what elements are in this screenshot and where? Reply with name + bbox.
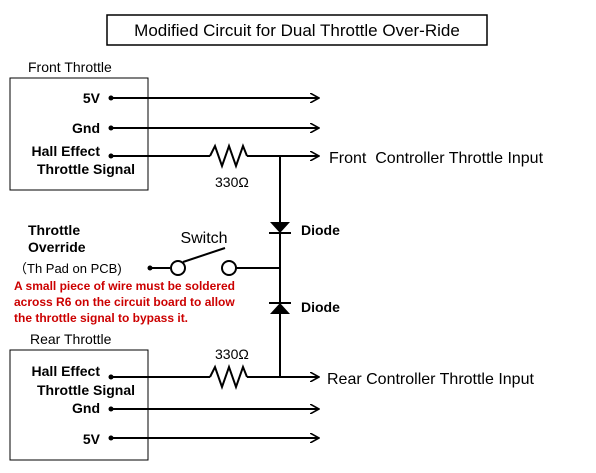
front-output-label: Front Controller Throttle Input (329, 150, 544, 167)
diode-top-triangle (270, 222, 290, 233)
rear-throttle-label: Rear Throttle (30, 331, 112, 347)
rear-hall-label: Hall Effect (32, 363, 101, 379)
rear-signal-label: Throttle Signal (37, 382, 135, 398)
rear-gnd-label: Gnd (72, 400, 100, 416)
override-label-1: Throttle (28, 222, 80, 238)
front-5v-label: 5V (83, 90, 101, 106)
note-line-2: across R6 on the circuit board to allow (14, 295, 235, 309)
rear-5v-label: 5V (83, 431, 101, 447)
front-resistor (209, 142, 248, 170)
switch-lever (182, 247, 226, 263)
diode-bottom-label: Diode (301, 299, 340, 315)
diagram-title: Modified Circuit for Dual Throttle Over-… (134, 21, 460, 40)
note-line-3: the throttle signal to bypass it. (14, 311, 188, 325)
front-throttle-box (9, 77, 149, 191)
front-throttle-label: Front Throttle (28, 59, 112, 75)
diode-top-label: Diode (301, 222, 340, 238)
front-gnd-label: Gnd (72, 120, 100, 136)
rear-throttle-box (9, 349, 149, 461)
switch-label: Switch (180, 230, 227, 247)
front-hall-label: Hall Effect (32, 143, 101, 159)
switch-contact-right (221, 260, 237, 276)
rear-resistor-value: 330Ω (215, 346, 249, 362)
switch-contact-left (170, 260, 186, 276)
override-label-2: Override (28, 239, 86, 255)
rear-output-label: Rear Controller Throttle Input (327, 371, 534, 388)
front-resistor-value: 330Ω (215, 174, 249, 190)
diode-bottom-triangle (270, 303, 290, 314)
note-line-1: A small piece of wire must be soldered (14, 279, 235, 293)
title-box (106, 14, 488, 46)
front-signal-label: Throttle Signal (37, 161, 135, 177)
override-pad-label: （Th Pad on PCB) (14, 261, 122, 276)
rear-resistor (209, 363, 248, 391)
